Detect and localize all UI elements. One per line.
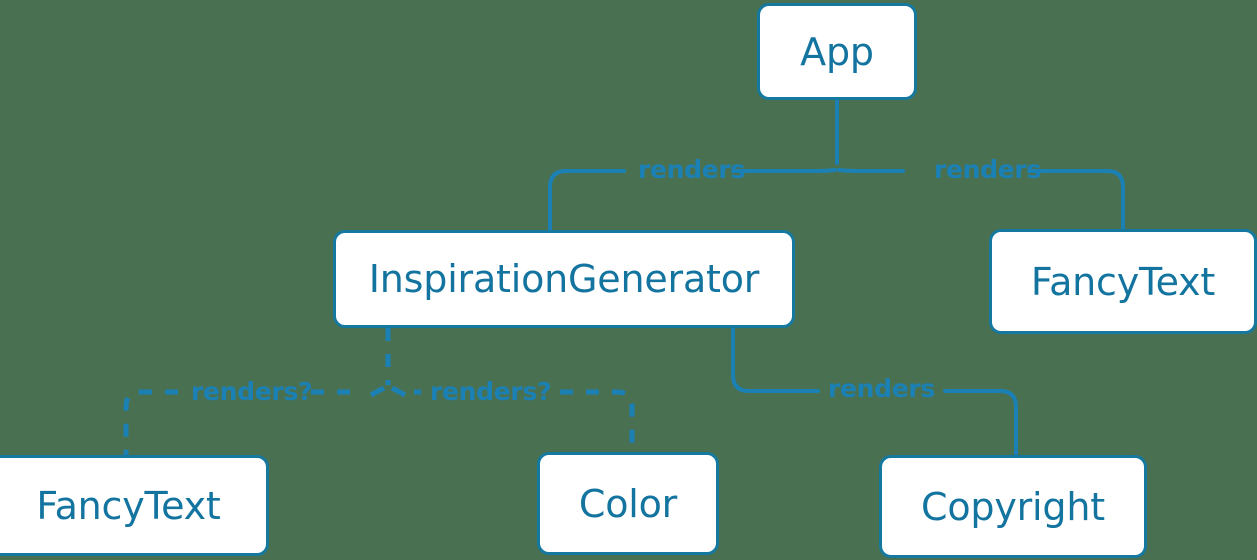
node-color-label: Color: [578, 481, 678, 526]
edge-label-app-to-fancytext: renders: [934, 155, 1042, 184]
node-copyright[interactable]: Copyright: [879, 455, 1147, 558]
edge-app-to-inspiration-generator-b: [548, 169, 626, 232]
edge-app-to-fancytext-b: [1027, 169, 1125, 231]
edge-app-to-fancytext-a: [837, 168, 905, 173]
node-inspiration-generator-label: InspirationGenerator: [368, 257, 760, 301]
edge-label-inspiration-to-copyright: renders: [828, 374, 936, 403]
edge-inspiration-to-copyright-b: [943, 389, 1018, 457]
node-fancytext-right-label: FancyText: [1030, 259, 1216, 304]
edge-inspiration-to-fancytext-bottom-c: [123, 389, 178, 455]
node-fancytext-right[interactable]: FancyText: [989, 229, 1257, 334]
edge-inspiration-to-copyright-a: [731, 326, 820, 393]
edge-label-app-to-inspiration-generator: renders: [638, 155, 746, 184]
edge-inspiration-to-fancytext-bottom-a: [369, 385, 386, 398]
node-fancytext-bottom[interactable]: FancyText: [0, 455, 269, 556]
edge-inspiration-to-color-c: [560, 389, 635, 452]
node-color[interactable]: Color: [537, 452, 719, 555]
node-app-label: App: [800, 29, 874, 74]
node-fancytext-bottom-label: FancyText: [36, 483, 221, 528]
edge-inspiration-to-color-a: [390, 385, 407, 398]
node-app[interactable]: App: [757, 3, 917, 100]
node-inspiration-generator[interactable]: InspirationGenerator: [333, 230, 795, 328]
node-copyright-label: Copyright: [921, 484, 1105, 529]
edge-label-inspiration-to-color: renders?: [430, 377, 552, 406]
edge-label-inspiration-to-fancytext-bottom: renders?: [191, 377, 313, 406]
edge-app-to-inspiration-generator-a: [731, 168, 837, 173]
